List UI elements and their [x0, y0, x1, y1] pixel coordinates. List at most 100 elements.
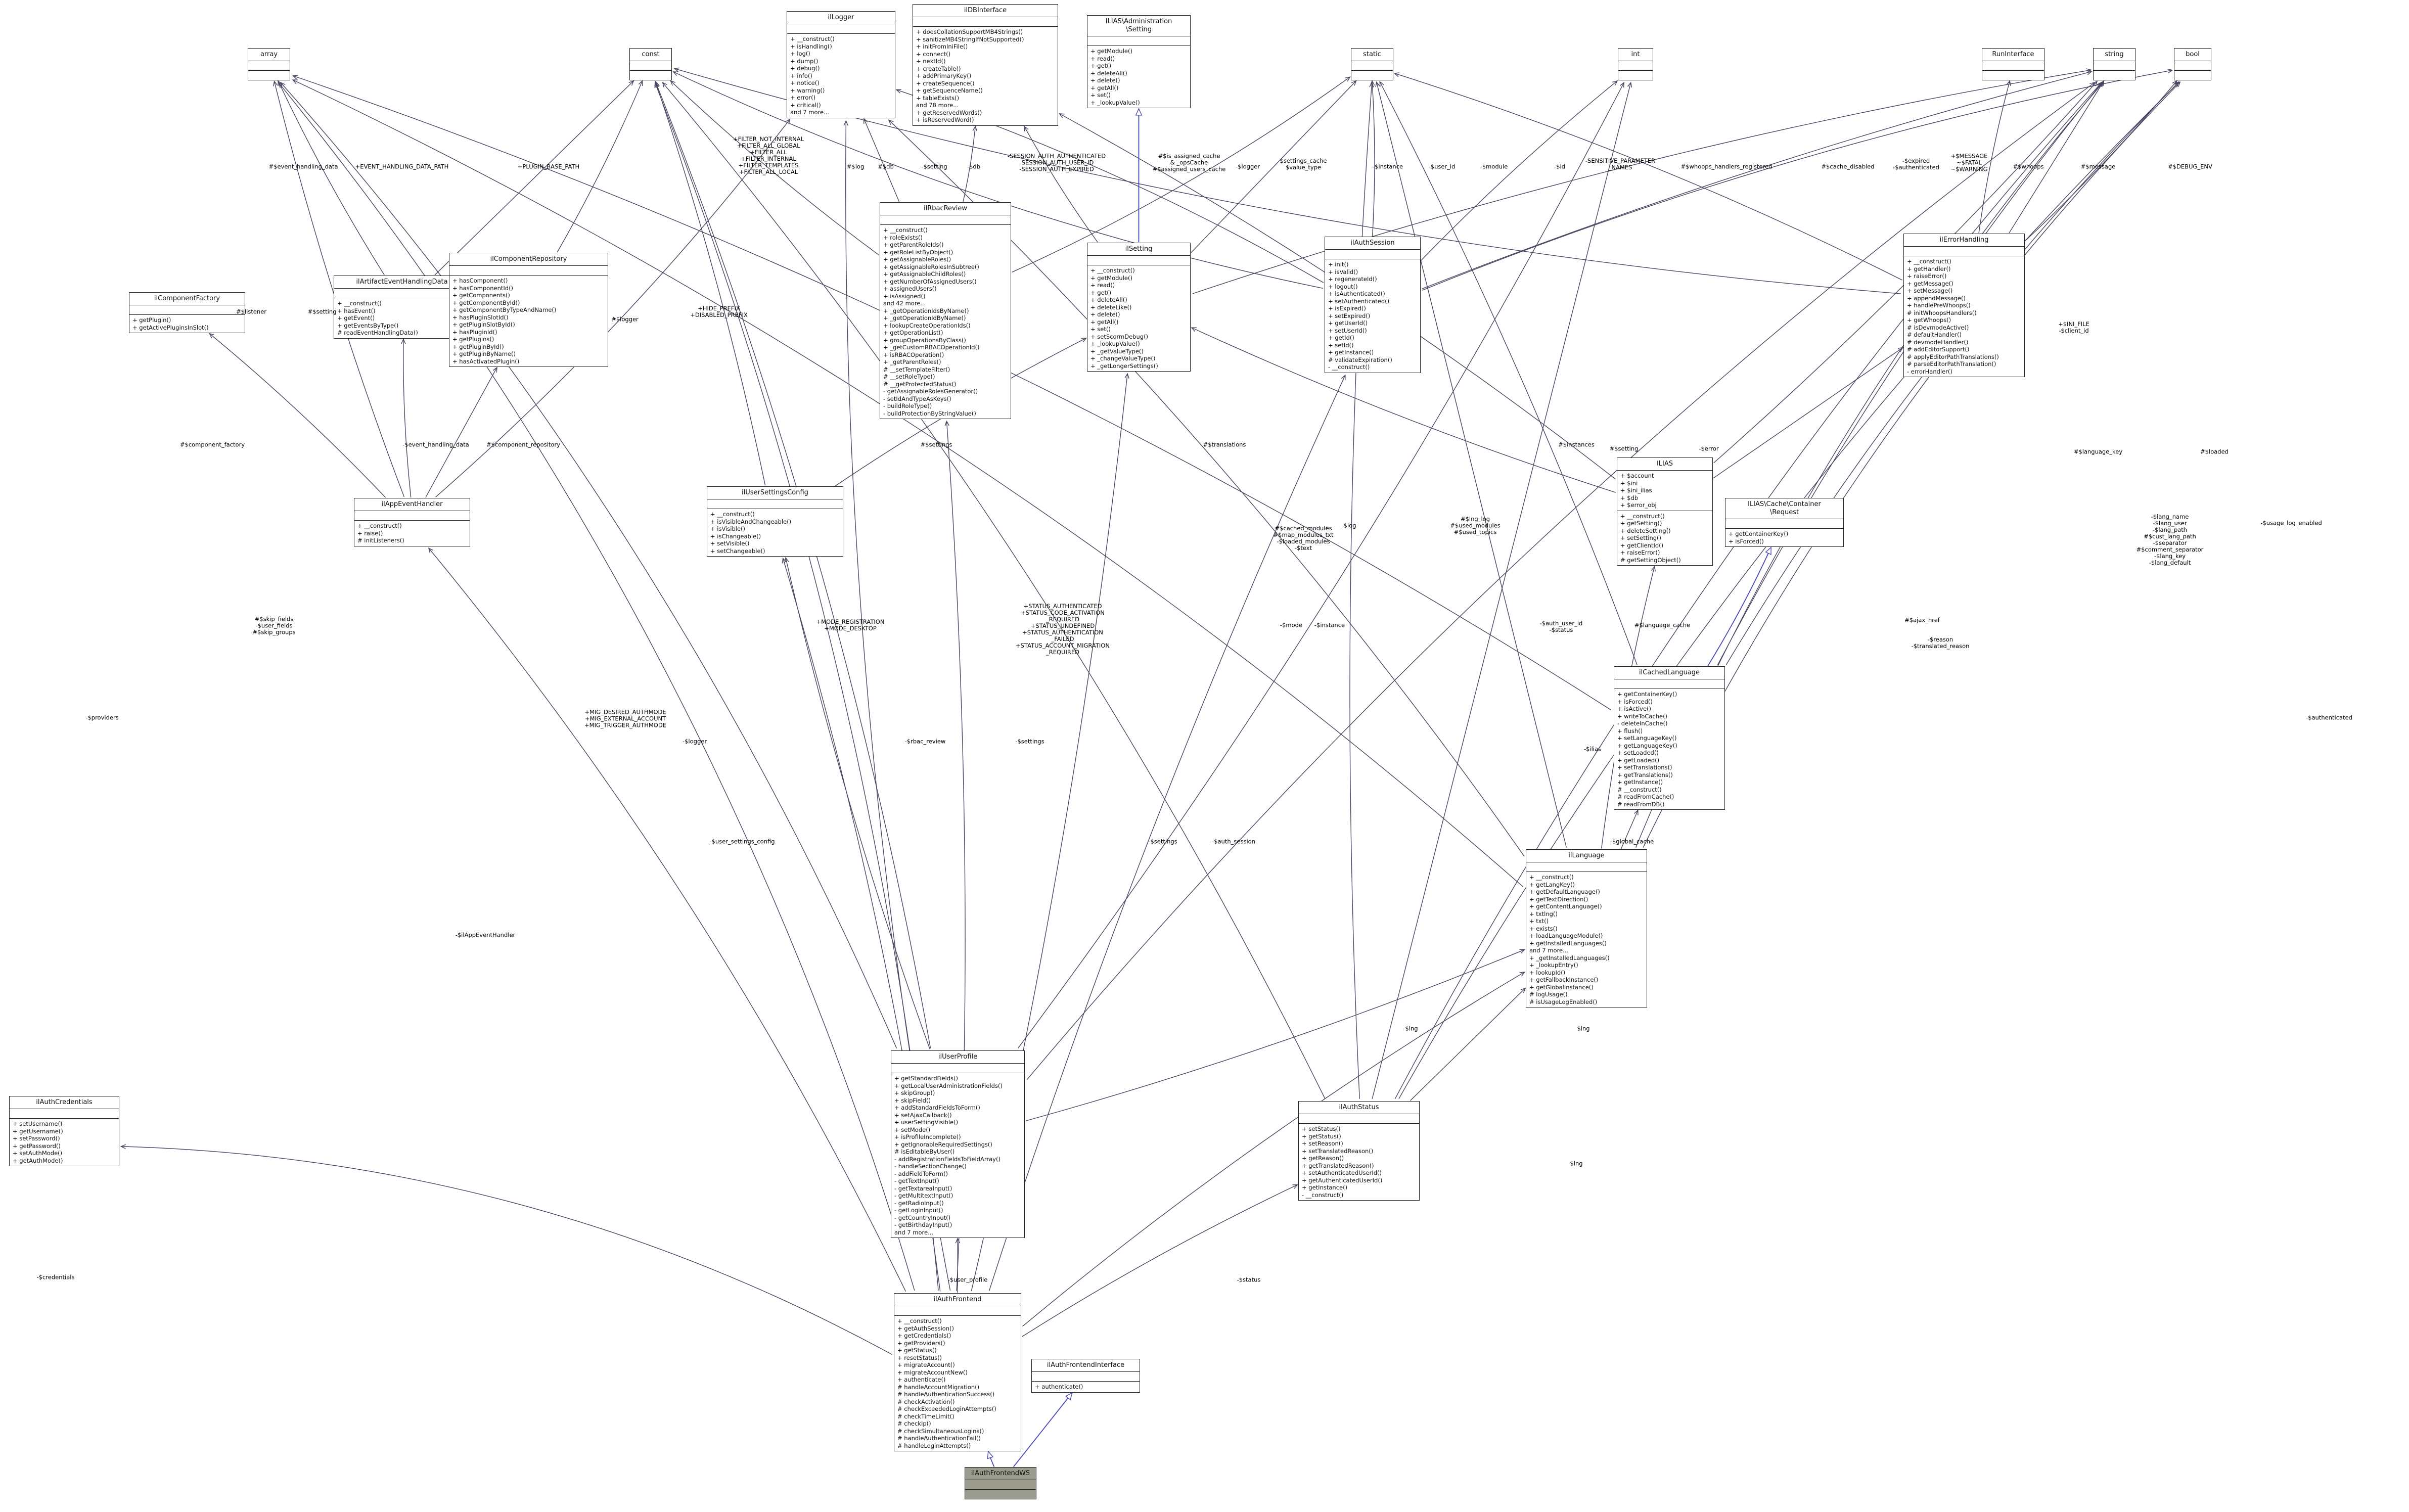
class-ilauthcredentials[interactable]: ilAuthCredentials+ setUsername()+ getUse…: [9, 1096, 119, 1166]
methods-section: [1618, 71, 1653, 80]
class-member: + getPluginByName(): [452, 350, 516, 357]
edge-label: #$is_assigned_cache & _opsCache #$assign…: [1152, 152, 1226, 173]
class-ilcomponentrepo[interactable]: ilComponentRepository+ hasComponent()+ h…: [449, 253, 608, 367]
class-runinterface[interactable]: RunInterface: [1982, 48, 2044, 80]
usage-arrowhead: [944, 420, 949, 426]
class-ilappeventhandler[interactable]: ilAppEventHandler+ __construct()+ raise(…: [354, 498, 470, 546]
class-member: # devmodeHandler(): [1907, 338, 1969, 346]
class-ilcachedlanguage[interactable]: ilCachedLanguage+ getContainerKey()+ isF…: [1614, 666, 1725, 810]
edge-ilauthstatus-const: [662, 82, 1326, 1099]
class-array[interactable]: array: [248, 48, 290, 80]
edge-ilusersettingsconfig-const: [655, 81, 766, 486]
class-member: + getPluginSlotById(): [452, 321, 515, 328]
class-ilauthfrontendinterface[interactable]: ilAuthFrontendInterface + authenticate(): [1031, 1359, 1140, 1393]
class-member: + getReason(): [1302, 1155, 1344, 1162]
class-member: + _lookupValue(): [1090, 340, 1140, 347]
class-ilusersettingsconfig[interactable]: ilUserSettingsConfig+ __construct()+ isV…: [707, 486, 843, 557]
class-member: + setSetting(): [1620, 534, 1662, 541]
class-illanguage[interactable]: ilLanguage+ __construct()+ getLangKey()+…: [1526, 849, 1647, 1007]
usage-arrowhead: [492, 366, 497, 373]
class-ilauthsession[interactable]: ilAuthSession+ init()+ isValid()+ regene…: [1325, 237, 1421, 373]
edge-label: -$global_cache: [1610, 838, 1654, 845]
class-member: + getActivePluginsInSlot(): [132, 324, 209, 331]
class-ilartifactevent[interactable]: ilArtifactEventHandlingData+ __construct…: [334, 276, 470, 339]
class-title: bool: [2174, 49, 2211, 61]
class-member: - setIdAndTypeAsKeys(): [883, 395, 951, 402]
edge-label: $settings_cache $value_type: [1280, 157, 1327, 171]
class-member: + hasPluginId(): [452, 328, 497, 336]
class-title: ilUserProfile: [891, 1051, 1024, 1064]
class-member: # handleAccountMigration(): [897, 1383, 980, 1391]
class-static[interactable]: static: [1351, 48, 1393, 80]
class-member: + deleteLike(): [1090, 303, 1132, 311]
class-member: + assignedUsers(): [883, 285, 937, 292]
class-ilrbacreview[interactable]: ilRbacReview+ __construct()+ roleExists(…: [880, 202, 1011, 419]
class-iadm_setting[interactable]: ILIAS\Administration \Setting+ getModule…: [1087, 15, 1191, 108]
class-member: + _changeValueType(): [1090, 355, 1156, 362]
class-member: # readFromDB(): [1617, 800, 1665, 808]
class-member: + set(): [1090, 326, 1111, 333]
class-member: + setTranslatedReason(): [1302, 1147, 1374, 1155]
attributes-section: [2094, 61, 2135, 71]
class-member: + doesCollationSupportMB4Strings(): [916, 28, 1023, 35]
methods-section: + __construct()+ getLangKey()+ getDefaul…: [1526, 872, 1647, 1007]
attributes-section: [1299, 1114, 1419, 1124]
attributes-section: [891, 1064, 1024, 1073]
class-iluserprofile[interactable]: ilUserProfile+ getStandardFields()+ getL…: [891, 1050, 1025, 1238]
class-member: + _lookupValue(): [1090, 99, 1140, 106]
class-ilauthfrontendws[interactable]: ilAuthFrontendWS: [965, 1467, 1036, 1499]
class-member: + read(): [1090, 282, 1115, 289]
class-ilauthfrontend[interactable]: ilAuthFrontend+ __construct()+ getAuthSe…: [894, 1293, 1021, 1451]
class-member: + handlePreWhoops(): [1907, 302, 1971, 309]
class-member: + __construct(): [1620, 512, 1665, 520]
class-ilcomponentfactory[interactable]: ilComponentFactory+ getPlugin()+ getActi…: [129, 292, 245, 333]
usage-arrowhead: [428, 547, 434, 554]
usage-arrowhead: [120, 1144, 126, 1149]
class-int[interactable]: int: [1618, 48, 1653, 80]
class-member: + set(): [1090, 91, 1111, 99]
usage-arrowhead: [1341, 374, 1346, 381]
class-title: ilAuthFrontendInterface: [1032, 1359, 1140, 1372]
edge-label: -$auth_user_id -$status: [1539, 620, 1583, 633]
class-ilerrorhandling[interactable]: ilErrorHandling+ __construct()+ getHandl…: [1903, 234, 2025, 377]
class-member: + delete(): [1090, 77, 1120, 84]
class-member: + get(): [1090, 62, 1112, 69]
attributes-section: [787, 24, 895, 34]
class-member: + critical(): [790, 101, 821, 109]
edge-label: #$setting: [307, 308, 337, 315]
class-icache_request[interactable]: ILIAS\Cache\Container \Request+ getConta…: [1725, 498, 1844, 547]
edge-label: -SESSION_AUTH_AUTHENTICATED -SESSION_AUT…: [1007, 152, 1106, 173]
class-illogger[interactable]: ilLogger+ __construct()+ isHandling()+ l…: [787, 11, 895, 118]
class-member: + userSettingVisible(): [894, 1119, 959, 1126]
class-string[interactable]: string: [2093, 48, 2135, 80]
edge-label: #$setting: [1609, 445, 1639, 452]
methods-section: + doesCollationSupportMB4Strings()+ sani…: [913, 27, 1058, 125]
class-member: + logout(): [1328, 283, 1358, 290]
class-const[interactable]: const: [629, 48, 672, 80]
class-member: + __construct(): [357, 522, 402, 529]
edge-label: -$mode: [1280, 621, 1303, 629]
class-member: + skipGroup(): [894, 1089, 935, 1096]
class-ilsetting[interactable]: ilSetting+ __construct()+ getModule()+ r…: [1087, 243, 1191, 372]
attributes-section: [630, 61, 671, 71]
class-member: + error(): [790, 94, 816, 101]
usage-arrowhead: [1633, 809, 1639, 815]
methods-section: + __construct()+ isHandling()+ log()+ du…: [787, 34, 895, 118]
edge-label: #$lng_log #$used_modules #$used_topics: [1450, 515, 1501, 536]
attributes-section: [1725, 519, 1843, 529]
usage-arrowhead: [1519, 949, 1526, 954]
class-bool[interactable]: bool: [2174, 48, 2211, 80]
edge-label: -$expired -$authenticated: [1893, 157, 1939, 171]
methods-section: [2094, 71, 2135, 80]
class-ilauthstatus[interactable]: ilAuthStatus+ setStatus()+ getStatus()+ …: [1298, 1101, 1420, 1201]
class-ildb[interactable]: ilDBInterface+ doesCollationSupportMB4St…: [913, 4, 1058, 126]
class-title: int: [1618, 49, 1653, 61]
methods-section: + authenticate(): [1032, 1382, 1140, 1392]
inheritance-arrowhead: [1065, 1392, 1073, 1401]
edge-label: -$settings: [1148, 838, 1177, 845]
class-member: + loadLanguageModule(): [1529, 932, 1603, 939]
class-member: + isActive(): [1617, 705, 1652, 712]
attributes-section: [894, 1306, 1021, 1316]
class-ilias[interactable]: ILIAS+ $account+ $ini+ $ini_ilias+ $db+ …: [1617, 457, 1713, 566]
class-member: + getAssignableRoles(): [883, 256, 951, 263]
